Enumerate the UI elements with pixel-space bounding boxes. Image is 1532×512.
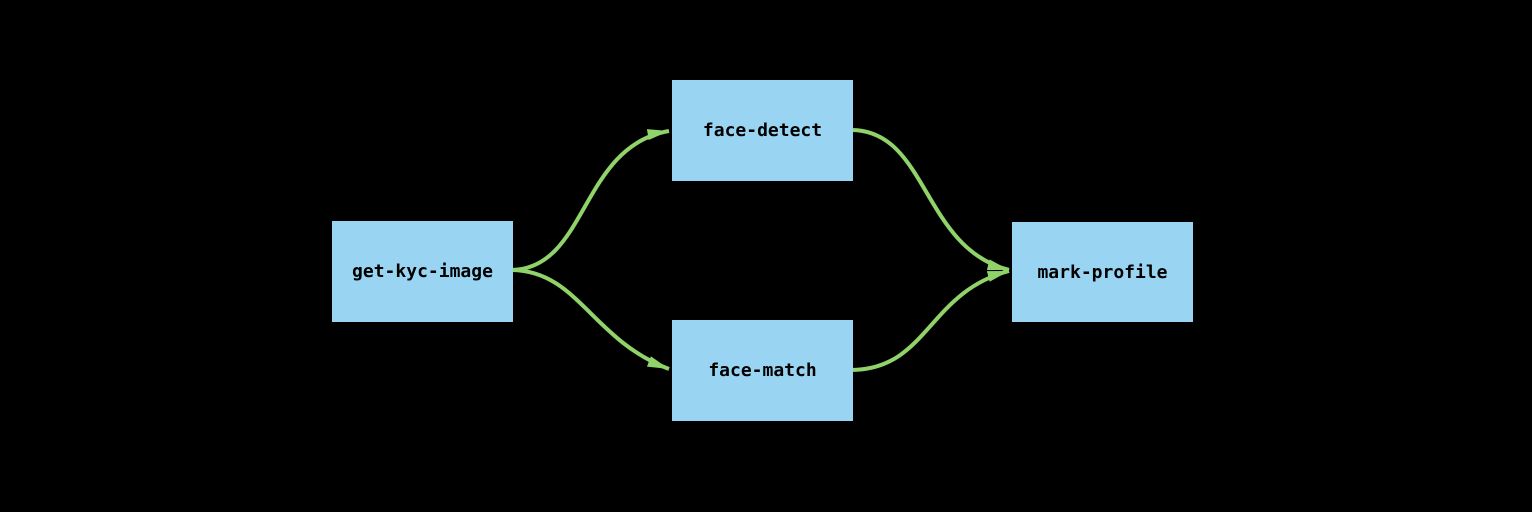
edge-face-match-to-mark-profile xyxy=(851,269,1010,372)
node-face-match-label: face-match xyxy=(708,360,817,381)
node-face-detect-label: face-detect xyxy=(702,120,823,141)
node-mark-profile[interactable]: mark-profile xyxy=(1012,222,1193,322)
node-get-kyc-image[interactable]: get-kyc-image xyxy=(332,221,513,322)
edge-face-detect-to-mark-profile xyxy=(851,128,1010,272)
edge-get-kyc-image-to-face-match xyxy=(511,268,670,371)
node-mark-profile-label: mark-profile xyxy=(1037,261,1168,283)
edge-get-kyc-image-to-face-detect xyxy=(511,129,670,272)
node-get-kyc-image-label: get-kyc-image xyxy=(352,261,493,282)
node-face-detect[interactable]: face-detect xyxy=(672,80,853,181)
node-face-match[interactable]: face-match xyxy=(672,320,853,421)
